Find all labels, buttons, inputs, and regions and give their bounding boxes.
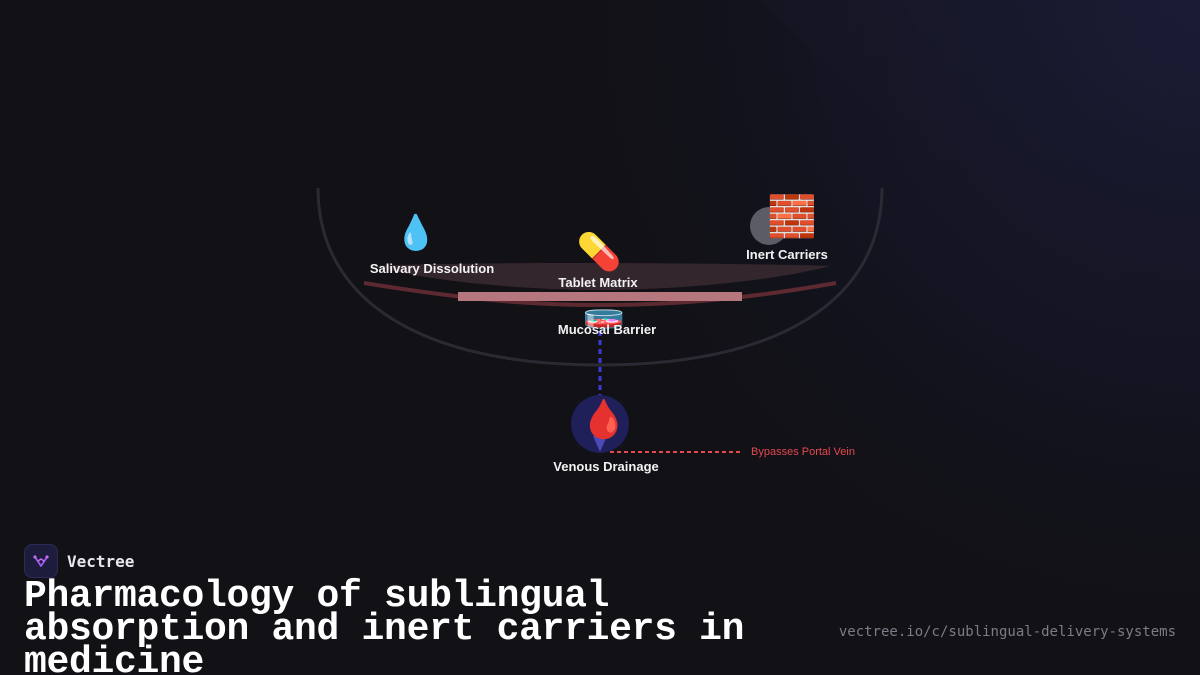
oral-cavity-outline [316,187,884,367]
venous-node-arrow [593,436,607,452]
salivary-dissolution-label: Salivary Dissolution [369,261,495,276]
droplet-icon: 💧 [394,214,438,252]
brand[interactable]: Vectree [24,544,134,578]
bypasses-portal-vein-annotation: Bypasses Portal Vein [751,446,855,458]
source-url[interactable]: vectree.io/c/sublingual-delivery-systems [838,624,1176,640]
petri-dish-icon: 🧫 [582,292,626,330]
pill-icon: 💊 [576,231,622,272]
brand-name: Vectree [67,551,135,571]
mucosal-barrier-label: Mucosal Barrier [557,322,657,337]
venous-drainage-label: Venous Drainage [553,459,659,474]
sublingual-tissue-curve [363,281,837,308]
saliva-pool [372,263,830,290]
inert-carrier-particle [750,207,788,245]
inert-carriers-label: Inert Carriers [746,247,828,262]
blood-drop-icon: 🩸 [580,399,628,441]
venous-node-circle [571,395,629,453]
mucosal-membrane [458,292,742,301]
tablet-matrix-label: Tablet Matrix [558,275,638,290]
vectree-logo-icon [24,544,58,578]
brick-icon: 🧱 [767,195,817,239]
page-title: Pharmacology of sublingual absorption an… [24,575,745,675]
